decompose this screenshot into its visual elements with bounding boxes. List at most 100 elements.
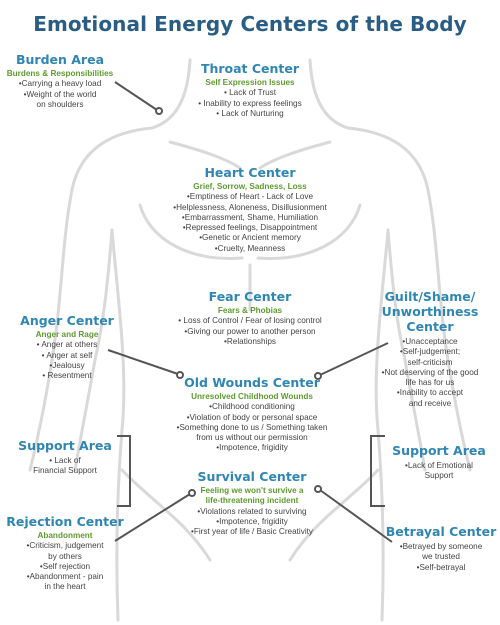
rejection-item: •Self rejection [39,561,91,571]
betrayal-item: •Self-betrayal [416,562,466,572]
old-wounds-item: from us without our permission [196,433,308,442]
guilt-pointer [319,342,389,376]
burden-item: •Weight of the world [23,89,97,99]
old-wounds-item: •Childhood conditioning [209,402,295,412]
heart-item: •Helplessness, Aloneness, Disillusionmen… [173,202,327,212]
support-area-right: Support Area •Lack of Emotional Support [384,443,494,482]
burden-pointer [114,81,158,111]
old-wounds-item: •Impotence, frigidity [216,443,288,453]
anger-pointer-dot [176,371,184,379]
throat-item: • Lack of Trust [223,88,276,98]
right-collarbone [258,140,332,170]
neck-left-outline [150,58,192,130]
right-shoulder-outline [346,126,472,472]
betrayal-center: Betrayal Center •Betrayed by someone we … [385,524,497,573]
support-left-bracket [117,435,131,507]
support-left-item: • Lack of [49,456,81,465]
survival-center-subtitle-line2: life-threatening incident [205,496,299,506]
betrayal-item: •Betrayed by someone [399,542,483,551]
guilt-item: •Self-judgement; [399,347,461,357]
rejection-item: •Abandonment - pain [26,572,104,581]
heart-item: •Emptiness of Heart - Lack of Love [186,192,314,202]
anger-item: • Anger at self [41,350,93,360]
left-torso-outline [110,228,126,622]
guilt-center-title-line2: Unworthiness Center [381,304,479,334]
anger-pointer [107,349,179,375]
support-left-title: Support Area [18,438,112,453]
survival-item: •Impotence, frigidity [216,516,288,526]
left-pectoral-outline [138,203,244,260]
guilt-item: self-criticism [407,357,453,367]
survival-item: •Violations related to surviving [197,506,307,516]
right-torso-outline [374,228,390,622]
rejection-item: •Criticism, judgement [26,541,104,551]
rejection-pointer-dot [188,489,196,497]
anger-item: • Anger at others [36,340,98,350]
rejection-item: by others [48,551,82,561]
fear-center: Fear Center Fears & Phobias • Loss of Co… [160,289,340,347]
survival-center-subtitle: Feeling we won't survive a [200,486,304,495]
anger-center: Anger Center Anger and Rage • Anger at o… [12,313,122,381]
fear-center-subtitle: Fears & Phobias [217,306,283,315]
neck-right-outline [308,58,350,130]
burden-item: •Carrying a heavy load [18,79,102,89]
betrayal-center-title: Betrayal Center [385,524,497,539]
rejection-center-title: Rejection Center [6,514,124,529]
guilt-center-title: Guilt/Shame/ [384,289,476,304]
guilt-item: life has for us [405,378,455,387]
right-inner-arm-outline [386,228,427,472]
support-right-title: Support Area [392,443,486,458]
burden-area-title: Burden Area [15,52,105,67]
right-pectoral-outline [256,203,362,260]
betrayal-item: we trusted [422,552,460,562]
throat-center-title: Throat Center [200,61,300,76]
burden-item: on shoulders [36,99,84,109]
survival-center-title: Survival Center [197,469,307,484]
page-title: Emotional Energy Centers of the Body [33,12,467,36]
survival-item: •First year of life / Basic Creativity [190,527,314,536]
heart-item: •Repressed feelings, Disappointment [182,223,318,232]
rejection-center: Rejection Center Abandonment •Criticism,… [6,514,124,593]
right-hip-outline [288,468,380,562]
rejection-center-subtitle: Abandonment [37,531,93,540]
guilt-pointer-dot [314,372,322,380]
throat-item: • Inability to express feelings [198,98,302,108]
betrayal-pointer [319,489,393,543]
betrayal-pointer-dot [314,485,322,493]
survival-center: Survival Center Feeling we won't survive… [170,469,334,537]
heart-item: •Cruelty, Meanness [214,243,286,253]
support-area-left: Support Area • Lack of Financial Support [10,438,120,477]
guilt-item: •Not deserving of the good [381,367,479,377]
heart-item: •Genetic or Ancient memory [199,233,301,243]
rejection-item: in the heart [44,582,86,592]
fear-item: •Giving our power to another person [184,326,316,336]
burden-area: Burden Area Burdens & Responsibilities •… [0,52,120,110]
throat-center: Throat Center Self Expression Issues • L… [175,61,325,119]
left-collarbone [168,140,242,170]
fear-item: •Relationships [223,336,277,346]
left-shoulder-outline [28,126,154,472]
support-right-item: •Lack of Emotional [405,461,473,470]
burden-pointer-dot [155,107,163,115]
old-wounds-item: •Something done to us / Something taken [176,422,328,432]
left-inner-arm-outline [73,228,114,472]
support-right-item: Support [424,471,454,481]
guilt-shame-unworthiness-center: Guilt/Shame/ Unworthiness Center •Unacce… [360,289,500,409]
rejection-pointer [114,493,191,542]
anger-center-subtitle: Anger and Rage [35,330,99,339]
support-left-item: Financial Support [33,466,97,476]
fear-center-title: Fear Center [208,289,292,304]
fear-item: • Loss of Control / Fear of losing contr… [178,316,322,326]
guilt-item: •Inability to accept [396,388,464,398]
anger-item: •Jealousy [49,360,85,370]
heart-center: Heart Center Grief, Sorrow, Sadness, Los… [150,165,350,254]
burden-area-subtitle: Burdens & Responsibilities [6,69,114,78]
support-right-bracket [370,435,385,507]
old-wounds-center-subtitle: Unresolved Childhood Wounds [191,392,313,401]
old-wounds-center: Old Wounds Center Unresolved Childhood W… [160,375,344,454]
anger-center-title: Anger Center [20,313,114,328]
anger-item: • Resentment [42,371,92,380]
old-wounds-center-title: Old Wounds Center [184,375,320,390]
